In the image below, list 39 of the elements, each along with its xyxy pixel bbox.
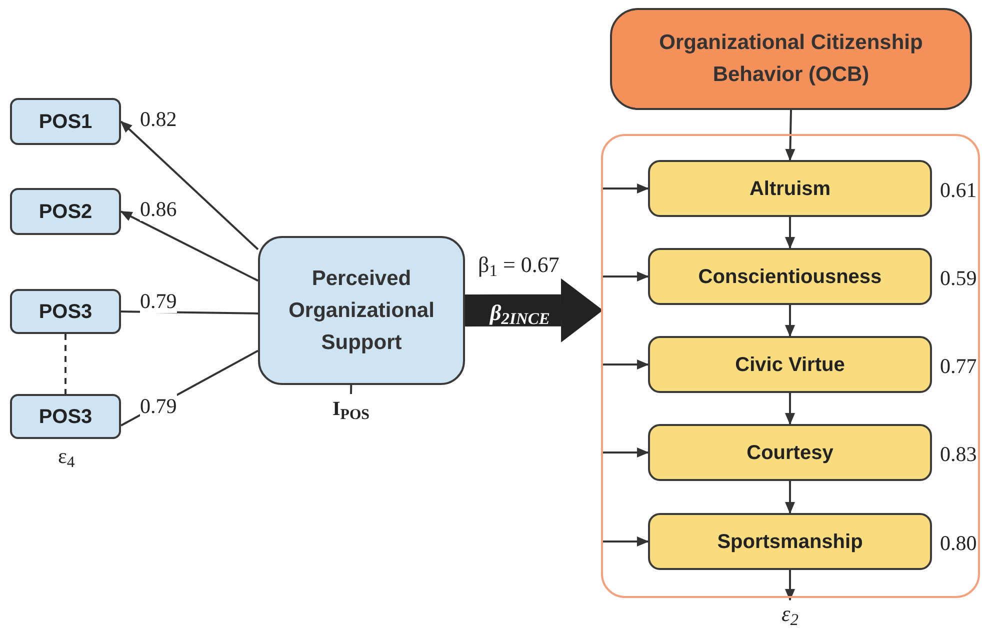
dimension-box: Conscientiousness xyxy=(648,248,932,305)
arrow xyxy=(120,120,259,250)
loading-value: 0.80 xyxy=(940,530,977,556)
arrow xyxy=(601,360,649,370)
loading-value: 0.83 xyxy=(940,440,977,468)
dimension-box: Courtesy xyxy=(648,424,932,481)
arrow xyxy=(120,210,258,282)
indicator-box: POS3 xyxy=(10,394,121,439)
path-arrow xyxy=(464,278,603,342)
loading-value: 0.79 xyxy=(140,394,177,418)
arrow xyxy=(785,305,795,337)
arrow xyxy=(601,536,649,546)
group-frame xyxy=(601,134,980,598)
loading-value: 0.77 xyxy=(940,352,977,380)
arrow xyxy=(601,272,649,282)
dimension-box: Altruism xyxy=(648,160,932,217)
construct-box: Organizational Citizenship Behavior (OCB) xyxy=(610,8,972,110)
construct-box: Perceived Organizational Support xyxy=(258,236,465,385)
arrow xyxy=(785,570,795,601)
indicator-box: POS3 xyxy=(10,289,121,334)
indicator-box: POS2 xyxy=(10,188,121,235)
dimension-box: Sportsmanship xyxy=(648,513,932,570)
arrow xyxy=(601,184,649,194)
edge-label: β$_{2INCE}$ xyxy=(490,299,550,329)
error-term: ε$_{2}$ xyxy=(777,600,803,626)
error-term: I$_{POS}$ xyxy=(325,394,377,424)
connector-line xyxy=(64,334,66,394)
arrow xyxy=(785,481,795,514)
arrow xyxy=(785,110,796,161)
indicator-box: POS1 xyxy=(10,98,121,145)
arrow xyxy=(785,217,795,249)
arrow xyxy=(785,393,795,425)
error-term: ε$_{4}$ xyxy=(58,443,75,472)
arrow xyxy=(601,448,649,458)
connector-line xyxy=(350,384,352,394)
dimension-box: Civic Virtue xyxy=(648,336,932,393)
path-coefficient: β$_{1}$ = 0.67 xyxy=(478,251,560,281)
loading-value: 0.59 xyxy=(940,264,977,292)
loading-value: 0.61 xyxy=(940,176,977,204)
